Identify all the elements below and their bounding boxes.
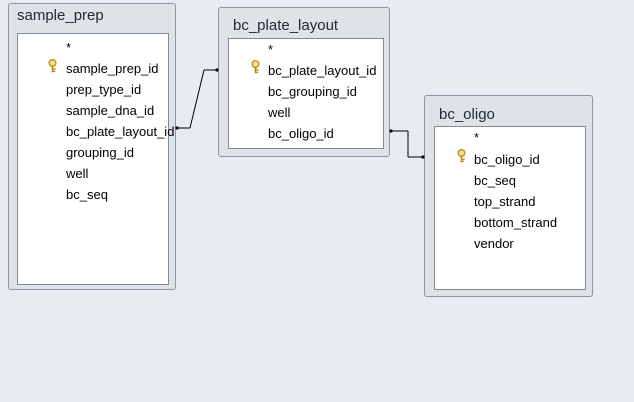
key-icon	[251, 60, 260, 74]
field-bc-grouping-id[interactable]: bc_grouping_id	[268, 84, 357, 99]
field-bottom-strand[interactable]: bottom_strand	[474, 215, 558, 230]
table-title-sample-prep[interactable]: sample_prep	[17, 7, 104, 24]
relationship-sample-prep-bc-plate-layout[interactable]	[175, 68, 219, 130]
key-icon	[457, 149, 466, 163]
table-bc-oligo[interactable]: bc_oligo * bc_oligo_id bc_seq top_strand…	[424, 95, 593, 297]
field-sample-prep-id[interactable]: sample_prep_id	[66, 61, 159, 76]
field-vendor[interactable]: vendor	[474, 236, 514, 251]
field-all[interactable]: *	[474, 130, 480, 145]
relationship-bc-plate-layout-bc-oligo[interactable]	[389, 129, 425, 159]
field-all[interactable]: *	[66, 40, 72, 55]
table-title-bc-oligo[interactable]: bc_oligo	[439, 106, 495, 123]
field-bc-plate-layout-id[interactable]: bc_plate_layout_id	[66, 124, 175, 139]
table-sample-prep[interactable]: sample_prep * sample_prep_id prep_type_i…	[8, 3, 176, 290]
field-all[interactable]: *	[268, 42, 274, 57]
table-bc-plate-layout[interactable]: bc_plate_layout * bc_plate_layout_id bc_…	[218, 7, 390, 157]
field-bc-seq[interactable]: bc_seq	[474, 173, 516, 188]
field-top-strand[interactable]: top_strand	[474, 194, 536, 209]
field-bc-oligo-id[interactable]: bc_oligo_id	[474, 152, 540, 167]
field-bc-seq[interactable]: bc_seq	[66, 187, 108, 202]
field-bc-plate-layout-id[interactable]: bc_plate_layout_id	[268, 63, 377, 78]
field-list-bc-plate-layout[interactable]: * bc_plate_layout_id bc_grouping_id well…	[228, 38, 384, 149]
field-well[interactable]: well	[66, 166, 89, 181]
key-icon	[48, 59, 57, 73]
field-sample-dna-id[interactable]: sample_dna_id	[66, 103, 155, 118]
field-list-bc-oligo[interactable]: * bc_oligo_id bc_seq top_strand bottom_s…	[434, 126, 586, 290]
field-well[interactable]: well	[268, 105, 291, 120]
field-prep-type-id[interactable]: prep_type_id	[66, 82, 142, 97]
field-list-sample-prep[interactable]: * sample_prep_id prep_type_id sample_dna…	[17, 33, 174, 285]
field-grouping-id[interactable]: grouping_id	[66, 145, 134, 160]
table-title-bc-plate-layout[interactable]: bc_plate_layout	[233, 17, 339, 34]
field-bc-oligo-id[interactable]: bc_oligo_id	[268, 126, 334, 141]
